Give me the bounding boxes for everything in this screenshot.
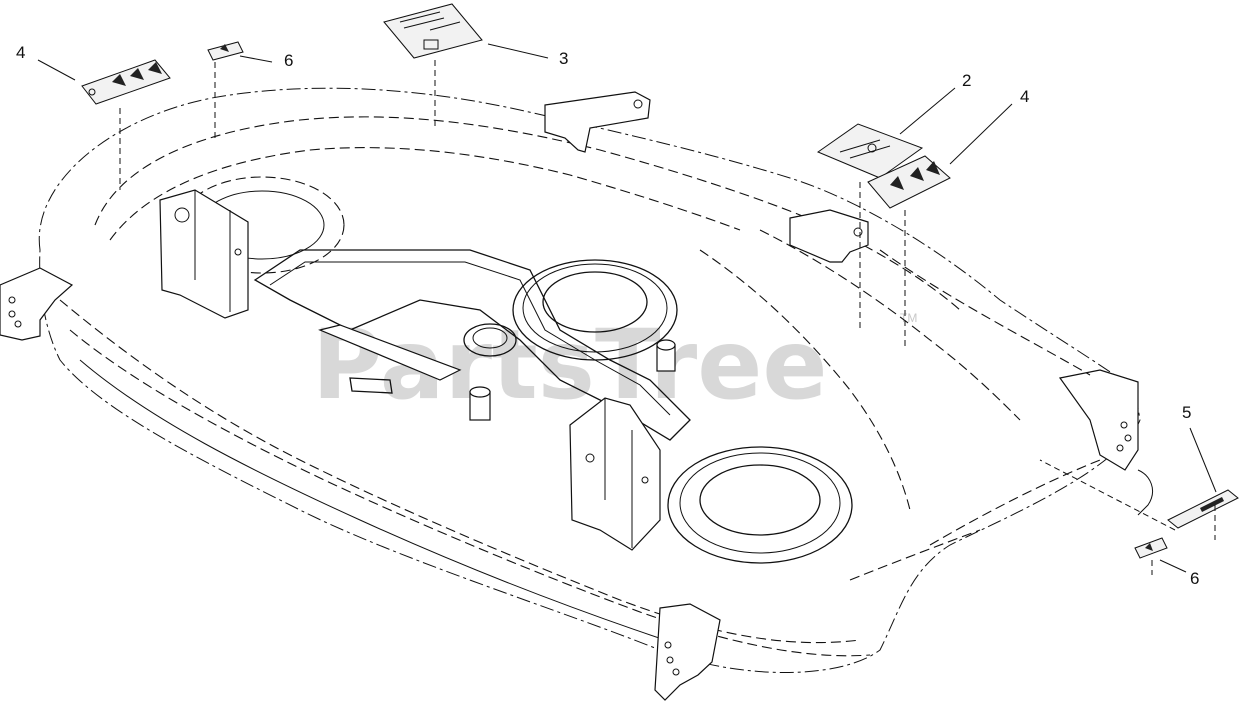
watermark-trademark: TM: [900, 311, 917, 325]
right-spindle-outer: [667, 446, 853, 564]
right-spindle-mid: [679, 452, 841, 554]
deck-right-front-edge: [929, 459, 1101, 546]
callout-leaders: [37, 43, 1217, 573]
center-spindle-inner: [542, 271, 648, 333]
callout-6-top: 6: [284, 51, 293, 70]
leader-5: [1189, 427, 1217, 493]
decal-4-left: [81, 59, 171, 190]
rear-bracket-left: [544, 91, 651, 153]
callout-6-bottom: 6: [1190, 569, 1199, 588]
idler-pulley-inner: [472, 327, 508, 349]
right-spindle-inner: [699, 464, 821, 536]
leader-3: [487, 43, 549, 59]
mower-deck: [0, 87, 1153, 701]
right-side-bracket: [1058, 369, 1153, 516]
deck-right-inner: [699, 249, 911, 511]
left-spindle-ring: [179, 176, 345, 274]
idler-pulley: [463, 323, 517, 357]
callout-3: 3: [559, 49, 568, 68]
idler-arm: [318, 324, 462, 381]
center-mount-bracket: [569, 397, 661, 551]
rear-bracket-right: [789, 209, 869, 263]
idler-slot: [349, 377, 393, 394]
decal-2: [816, 123, 924, 330]
callout-labels: 4 6 3 2 4 5 6: [16, 43, 1199, 588]
callout-2: 2: [962, 71, 971, 90]
deck-rim-inner: [109, 147, 741, 241]
center-spindle-mid: [522, 263, 668, 353]
deck-right-rear-edge: [879, 249, 1091, 376]
decal-5: [1039, 459, 1239, 540]
front-corner-bracket: [654, 603, 721, 701]
deck-bottom-skirt: [79, 359, 681, 646]
spacer-post-left: [469, 386, 491, 421]
deck-front-edge: [59, 299, 861, 644]
left-front-corner-bracket: [0, 267, 74, 341]
deck-right-side: [759, 229, 1021, 421]
leader-4-right: [949, 103, 1013, 165]
leader-2: [899, 87, 956, 135]
deck-outer-outline: [38, 87, 1141, 673]
left-mount-bracket: [159, 189, 249, 319]
leader-4-left: [37, 59, 76, 81]
watermark-text: PartsTree: [312, 309, 827, 421]
decal-6-bottom: [1134, 537, 1168, 575]
belt-cover-frame: [253, 249, 691, 441]
spacer-post-right: [656, 339, 676, 372]
leader-6-top: [239, 55, 273, 63]
decal-3: [383, 3, 483, 128]
callout-4-left: 4: [16, 43, 25, 62]
deck-right-lower: [849, 529, 981, 581]
callout-4-right: 4: [1020, 87, 1029, 106]
leader-6-bottom: [1159, 559, 1187, 573]
decal-6-top: [207, 41, 244, 140]
decal-4-right: [867, 155, 951, 350]
belt-cover-inner: [269, 261, 671, 416]
callout-5: 5: [1182, 403, 1191, 422]
